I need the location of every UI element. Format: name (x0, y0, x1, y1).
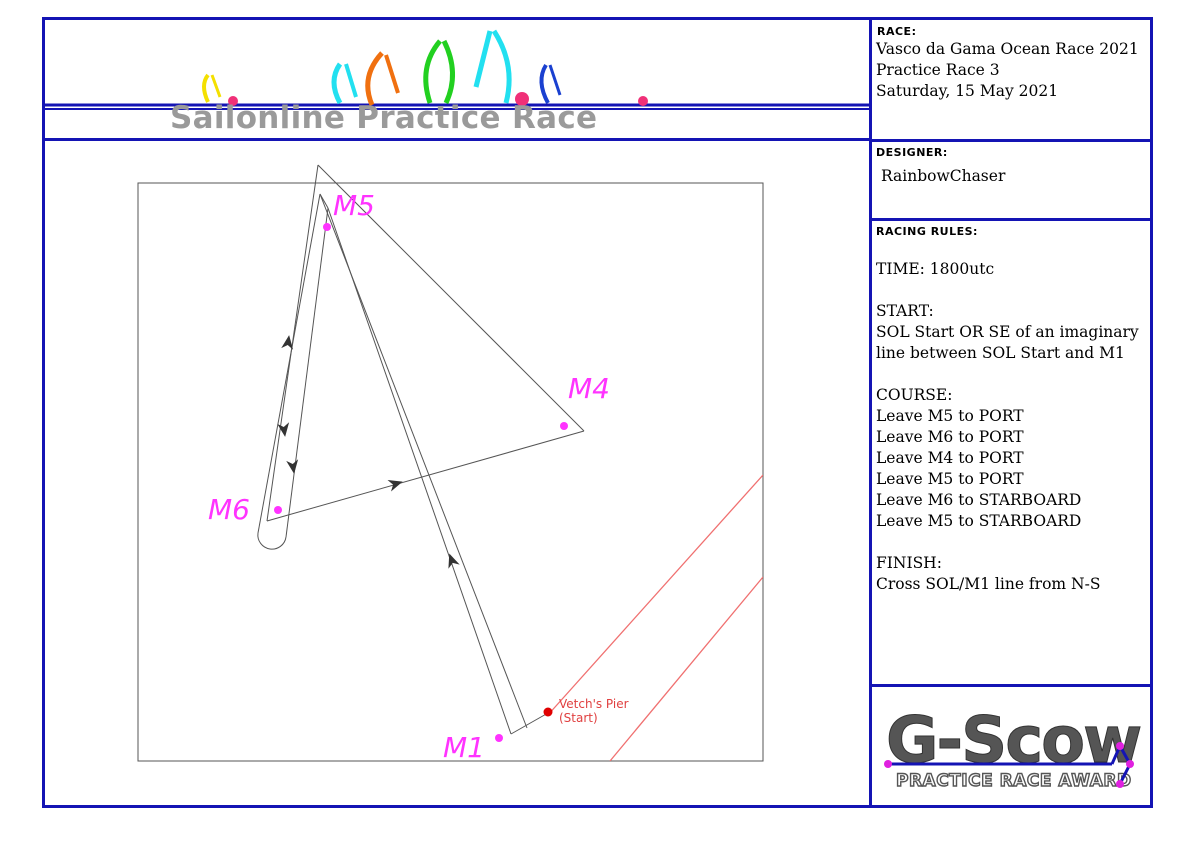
award-logo: G-Scow PRACTICE RACE AWARD (884, 704, 1143, 792)
arrow-down-2-icon (286, 459, 299, 474)
arrow-down-1-icon (277, 422, 290, 437)
direction-arrows (277, 335, 460, 569)
mark-label-m4: M4 (568, 372, 610, 405)
sail-blue-icon (539, 63, 550, 104)
mark-m6-buoy-icon (274, 506, 282, 514)
rules-course-line-2: Leave M6 to PORT (876, 428, 1024, 446)
rules-start-heading: START: (876, 302, 934, 320)
rules-course-heading: COURSE: (876, 386, 953, 404)
rules-course-line-1: Leave M5 to PORT (876, 407, 1024, 425)
course-turn-m6 (257, 532, 287, 550)
designer-name: RainbowChaser (881, 167, 1006, 185)
start-label-pier: Vetch's Pier (559, 697, 629, 711)
sail-cyan-jib-icon (344, 63, 358, 98)
race-name: Vasco da Gama Ocean Race 2021 (876, 40, 1139, 58)
shoreline-1 (546, 474, 763, 717)
mark-label-m5: M5 (333, 189, 375, 222)
banner-buoy-2-icon (515, 92, 529, 106)
designer-divider (869, 218, 1153, 221)
award-mark-1-icon (884, 760, 892, 768)
course-leg-m5-m6-right (285, 207, 329, 538)
rules-course-line-5: Leave M6 to STARBOARD (876, 491, 1082, 509)
map-border (137, 182, 764, 762)
rules-course-line-6: Leave M5 to STARBOARD (876, 512, 1082, 530)
rules-divider (869, 684, 1153, 687)
arrow-up-2-icon (448, 553, 460, 569)
arrow-up-1-icon (281, 335, 294, 350)
course-leg-m1-m5-inner (327, 207, 512, 735)
start-line (510, 712, 549, 735)
award-mark-3-icon (1126, 760, 1134, 768)
rules-heading: RACING RULES: (876, 225, 978, 238)
race-heading: RACE: (877, 25, 917, 38)
mark-label-m1: M1 (443, 731, 485, 764)
poster-frame (42, 17, 1153, 808)
rules-course-line-3: Leave M4 to PORT (876, 449, 1024, 467)
banner-divider (42, 138, 872, 141)
rules-start-line-2: line between SOL Start and M1 (876, 344, 1125, 362)
award-mark-4-icon (1116, 780, 1124, 788)
sail-orange-icon (365, 51, 384, 106)
rules-finish-heading: FINISH: (876, 554, 942, 572)
mark-m1-buoy-icon (495, 734, 503, 742)
sail-teal-jib-icon (473, 30, 493, 88)
award-logo-course (1110, 742, 1132, 785)
award-subtitle: PRACTICE RACE AWARD (896, 771, 1132, 791)
banner-buoy-1-icon (228, 96, 238, 106)
sail-yellow-icon (202, 73, 210, 103)
sail-blue-jib-icon (548, 64, 562, 96)
sail-green-jib-icon (423, 39, 442, 104)
race-subtitle: Practice Race 3 (876, 61, 1000, 79)
sail-cyan-icon (331, 62, 343, 105)
sail-yellow-jib-icon (210, 74, 222, 98)
banner-sails-graphic (42, 29, 870, 110)
rules-start-line-1: SOL Start OR SE of an imaginary (876, 323, 1139, 341)
rules-time: TIME: 1800utc (876, 260, 995, 278)
rules-course-line-4: Leave M5 to PORT (876, 470, 1024, 488)
start-pier-icon (543, 707, 553, 717)
race-divider (869, 139, 1153, 142)
sail-green-icon (441, 39, 456, 105)
award-logo-text: G-Scow (886, 704, 1140, 778)
course-map: M5 M4 M6 M1 Vetch's Pier (Start) (137, 164, 764, 764)
sail-teal-icon (491, 29, 512, 104)
arrow-right-icon (387, 480, 403, 492)
mark-m5-buoy-icon (323, 223, 331, 231)
column-divider (869, 17, 872, 808)
rules-finish-line: Cross SOL/M1 line from N-S (876, 575, 1101, 593)
course-leg-m5-m6-left (257, 193, 321, 534)
mark-m4-buoy-icon (560, 422, 568, 430)
banner-buoy-3-icon (638, 96, 648, 106)
award-mark-2-icon (1116, 742, 1124, 750)
race-date: Saturday, 15 May 2021 (876, 82, 1059, 100)
banner-title: Sailonline Practice Race (170, 100, 598, 136)
course-leg-m4-m6 (266, 430, 585, 522)
sail-orange-jib-icon (384, 54, 400, 94)
course-turn-m5 (319, 193, 329, 209)
shoreline-2 (609, 576, 763, 761)
mark-label-m6: M6 (208, 493, 250, 526)
course-leg-m5-m4 (317, 164, 585, 432)
start-label-start: (Start) (559, 711, 598, 725)
designer-heading: DESIGNER: (876, 146, 948, 159)
